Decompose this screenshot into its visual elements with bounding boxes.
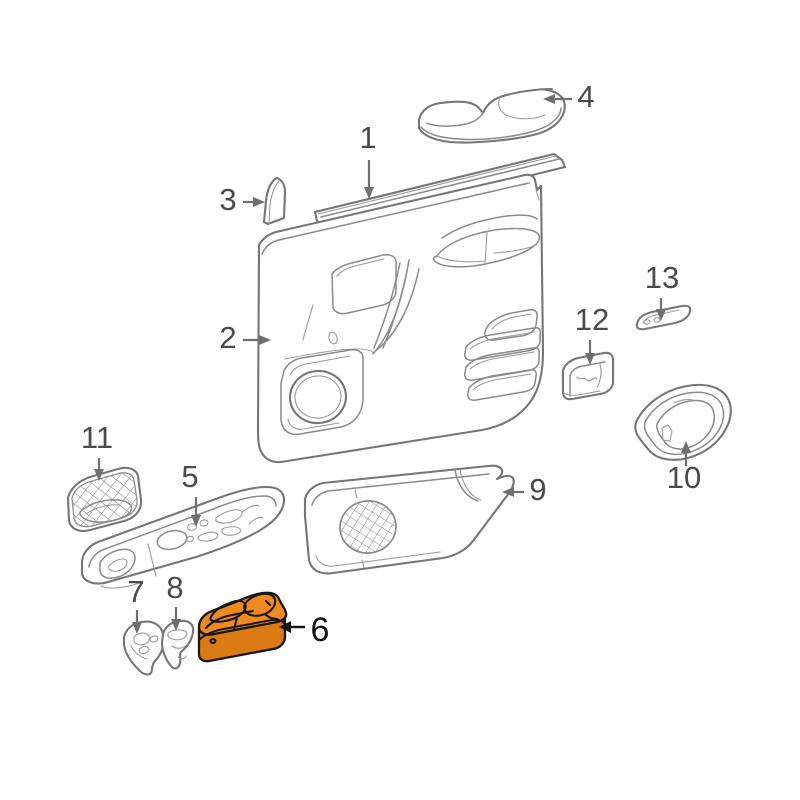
callout-label-7: 7 bbox=[127, 574, 144, 609]
callout-label-8: 8 bbox=[166, 570, 183, 605]
part-4-door-pull-handle-armrest bbox=[417, 87, 566, 144]
part-12-door-courtesy-switch-block bbox=[561, 351, 615, 401]
part-11-speaker-grille-cover bbox=[66, 466, 143, 533]
callout-leader-11 bbox=[94, 458, 104, 481]
part-8-mirror-control-switch-cover bbox=[160, 619, 195, 670]
callout-leader-7 bbox=[132, 610, 142, 634]
callout-leader-13 bbox=[656, 298, 666, 321]
callout-label-4: 4 bbox=[577, 79, 594, 114]
part-6-power-window-master-switch bbox=[197, 591, 288, 663]
callout-label-5: 5 bbox=[181, 459, 198, 494]
callout-leader-6 bbox=[279, 621, 305, 633]
callout-label-2: 2 bbox=[219, 320, 236, 355]
callout-label-6: 6 bbox=[311, 611, 330, 649]
callout-leader-3 bbox=[243, 197, 265, 207]
callout-leader-5 bbox=[191, 497, 201, 527]
callout-leader-4 bbox=[543, 94, 572, 104]
part-2-door-trim-panel bbox=[256, 173, 545, 464]
part-10-inside-door-handle-bezel bbox=[634, 383, 732, 461]
callout-leader-8 bbox=[171, 607, 181, 631]
callout-label-11: 11 bbox=[81, 420, 113, 455]
callout-leader-2 bbox=[243, 335, 271, 345]
callout-leader-10 bbox=[681, 441, 691, 466]
callout-label-1: 1 bbox=[359, 120, 376, 155]
callout-label-3: 3 bbox=[219, 182, 236, 217]
callout-label-13: 13 bbox=[645, 260, 679, 295]
part-9-lower-door-trim-with-speaker-grille bbox=[303, 464, 515, 575]
callout-leader-12 bbox=[585, 340, 595, 365]
callout-leader-1 bbox=[364, 160, 374, 199]
callout-label-9: 9 bbox=[529, 472, 546, 507]
part-13-trim-clip-strip bbox=[635, 304, 692, 331]
callout-label-10: 10 bbox=[667, 460, 701, 495]
part-3-mirror-corner-sail-cover bbox=[262, 176, 287, 226]
callout-leader-9 bbox=[502, 487, 524, 497]
callout-label-12: 12 bbox=[575, 302, 609, 337]
part-7-door-lock-switch-bezel bbox=[122, 620, 165, 676]
part-5-armrest-switch-bezel-base bbox=[80, 485, 286, 589]
